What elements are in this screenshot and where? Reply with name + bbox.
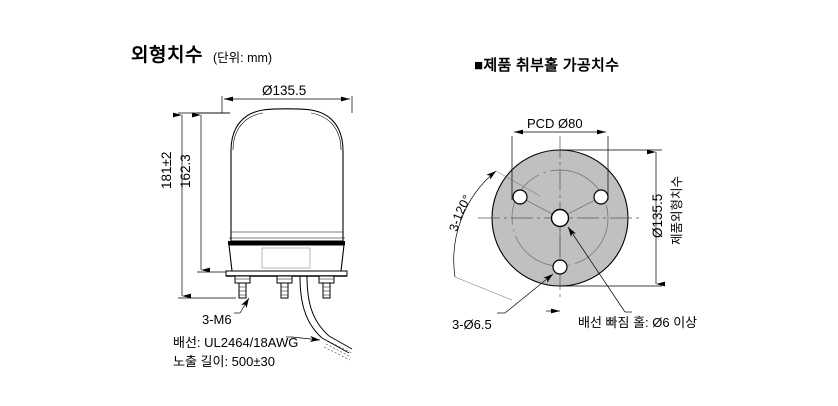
mounting-studs: [234, 275, 335, 299]
page-title: 외형치수: [131, 45, 203, 66]
dimension-flange-diameter-note: 제품외형치수: [670, 175, 684, 245]
left-dimension-lines: [173, 96, 353, 299]
callout-studs: 3-M6: [202, 312, 232, 327]
right-dimension-lines: [511, 129, 665, 287]
right-leader-lines: [497, 226, 632, 314]
right-panel-title: ■제품 취부홀 가공치수: [474, 57, 620, 74]
dimension-body-height: 162.3: [178, 154, 193, 188]
beacon-lamp-base: [225, 241, 348, 277]
unit-note: (단위: mm): [213, 51, 273, 65]
angle-arc-120: [453, 170, 541, 301]
angle-label: 3-120°: [447, 193, 475, 233]
beacon-lamp-elevation: [229, 108, 345, 242]
mounting-flange-plan: [478, 136, 642, 300]
dimension-flange-diameter: Ø135.5: [650, 193, 665, 238]
callout-wire-hole: 배선 빠짐 홀: Ø6 이상: [578, 315, 698, 330]
dimension-outer-diameter: Ø135.5: [262, 83, 307, 98]
left-leader-lines: [234, 297, 321, 343]
callout-wire-length: 노출 길이: 500±30: [173, 354, 275, 369]
power-cable: [299, 275, 353, 361]
callout-bolt-holes: 3-Ø6.5: [452, 317, 492, 332]
dimension-pcd: PCD Ø80: [527, 116, 583, 131]
dimension-total-height: 181±2: [159, 151, 174, 189]
callout-wire-spec: 배선: UL2464/18AWG: [173, 335, 299, 350]
